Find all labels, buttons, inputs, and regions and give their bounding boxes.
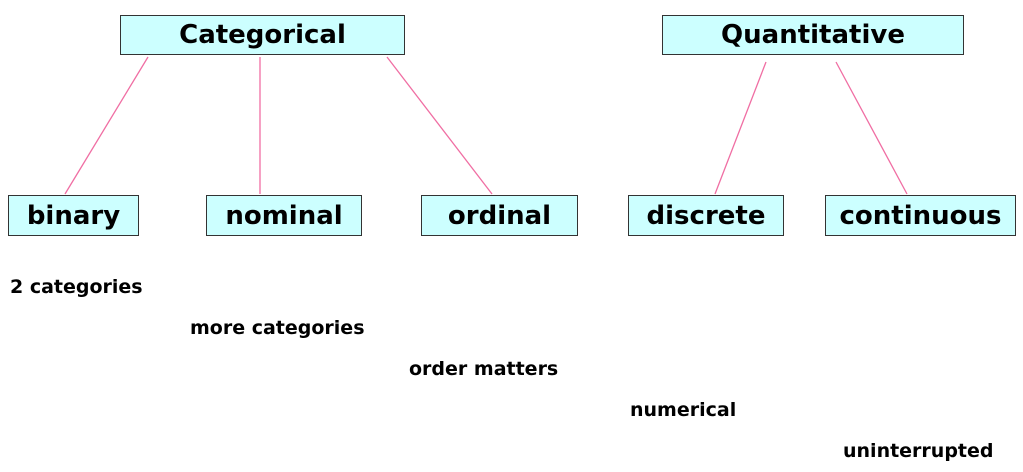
ordinal-label: ordinal: [447, 200, 552, 231]
quantitative-box: Quantitative: [662, 15, 964, 55]
discrete-box: discrete: [628, 195, 784, 236]
quantitative-label: Quantitative: [721, 20, 905, 50]
connector-quantitative-continuous: [835, 61, 908, 195]
continuous-label: continuous: [839, 200, 1002, 231]
connector-quantitative-discrete: [714, 61, 767, 195]
nominal-description: more categories: [190, 317, 365, 339]
categorical-box: Categorical: [120, 15, 405, 55]
connector-categorical-ordinal: [386, 56, 493, 195]
discrete-description: numerical: [630, 399, 737, 421]
nominal-box: nominal: [206, 195, 362, 236]
ordinal-box: ordinal: [421, 195, 578, 236]
binary-box: binary: [8, 195, 139, 236]
binary-label: binary: [26, 200, 121, 231]
discrete-label: discrete: [646, 200, 766, 231]
connector-categorical-binary: [64, 56, 149, 195]
continuous-description: uninterrupted: [843, 440, 994, 462]
ordinal-description: order matters: [409, 358, 559, 380]
categorical-label: Categorical: [179, 20, 346, 50]
continuous-box: continuous: [825, 195, 1016, 236]
nominal-label: nominal: [225, 200, 343, 231]
binary-description: 2 categories: [10, 276, 143, 298]
